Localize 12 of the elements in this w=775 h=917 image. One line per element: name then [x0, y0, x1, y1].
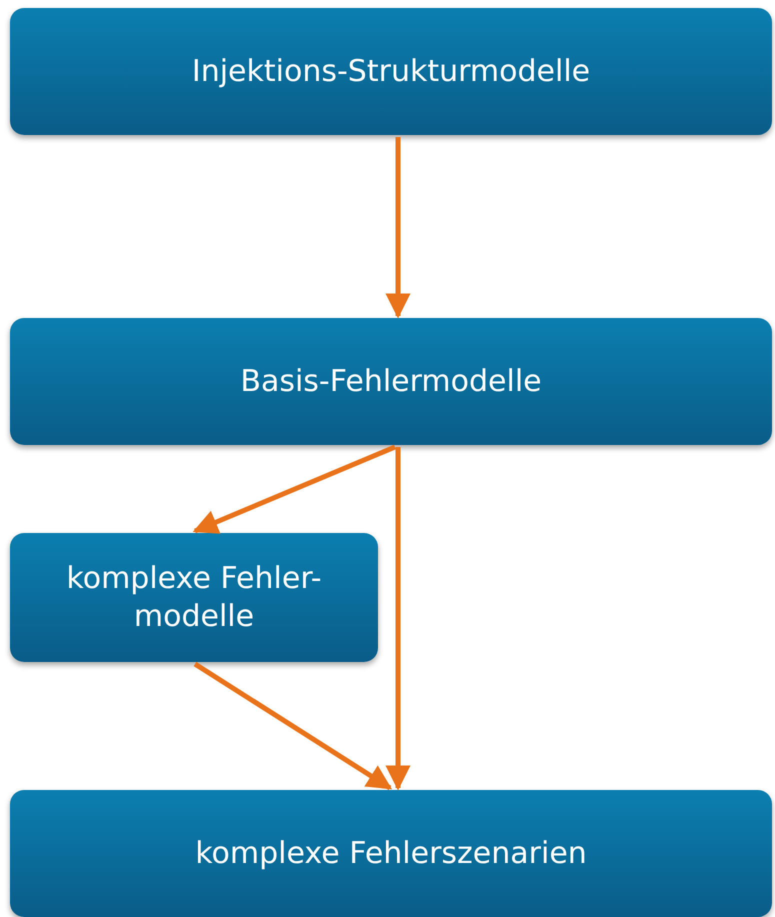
process-box — [10, 318, 772, 445]
process-box — [10, 8, 772, 135]
box-label: komplexe Fehlerszenarien — [195, 834, 587, 872]
arrow — [386, 447, 410, 790]
process-box — [10, 533, 378, 662]
box-label: Injektions-Strukturmodelle — [192, 52, 590, 90]
arrow — [386, 137, 410, 318]
box-label: komplexe Fehler- modelle — [65, 560, 323, 635]
arrow — [194, 662, 392, 790]
box-label: Basis-Fehlermodelle — [240, 362, 542, 400]
arrow — [192, 444, 396, 534]
process-box — [10, 790, 772, 917]
